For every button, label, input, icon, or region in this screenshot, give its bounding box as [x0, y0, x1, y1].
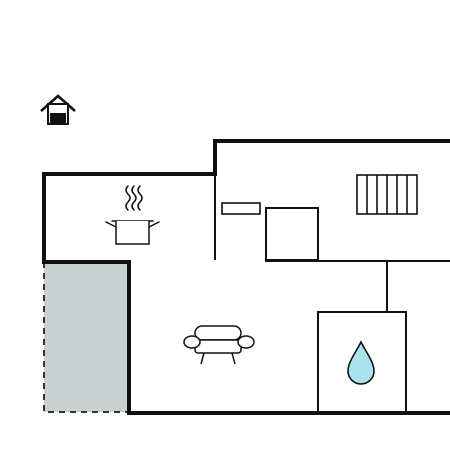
bathroom-area [317, 311, 407, 413]
north-west-wall [42, 139, 450, 264]
terrace-inner-wall [42, 260, 131, 415]
cooking-pot-icon [105, 185, 160, 245]
steam-lines [125, 185, 143, 211]
sofa-icon [183, 325, 255, 365]
kitchen-counter-icon [221, 202, 261, 215]
water-drop-icon [347, 340, 375, 385]
house-entrance-icon [40, 94, 76, 125]
terrace-fill [44, 262, 129, 412]
terrace-dashed-edge [43, 262, 129, 413]
appliance-box-icon [265, 207, 319, 261]
terrace-area [43, 262, 129, 413]
radiator-icon [356, 174, 418, 215]
interior-walls [214, 176, 450, 312]
